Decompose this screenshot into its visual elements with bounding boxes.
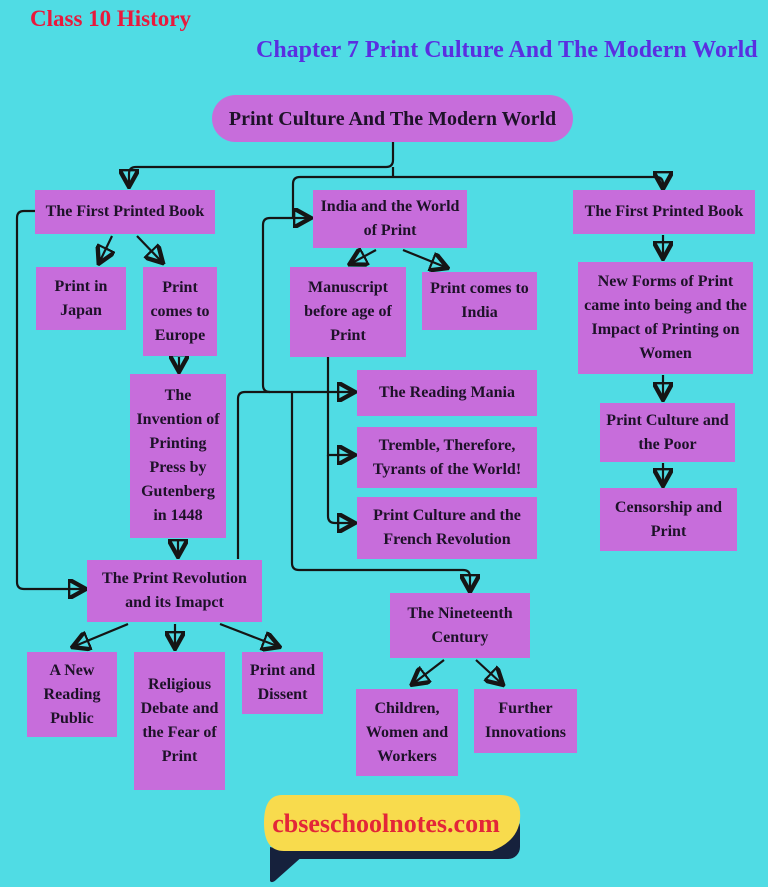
node-religious-debate-fear-of-print: Religious Debate and the Fear of Print — [134, 652, 225, 790]
node-nineteenth-century: The Nineteenth Century — [390, 593, 530, 658]
class-title: Class 10 History — [30, 6, 191, 31]
node-manuscript-before-print: Manuscript before age of Print — [290, 267, 406, 357]
node-censorship-and-print: Censorship and Print — [600, 488, 737, 551]
site-banner: cbseschoolnotes.com — [256, 793, 528, 885]
node-first-printed-book-right: The First Printed Book — [573, 190, 755, 234]
node-print-comes-to-india: Print comes to India — [422, 272, 537, 330]
node-new-forms-of-print-women: New Forms of Print came into being and t… — [578, 262, 753, 374]
node-reading-mania: The Reading Mania — [357, 370, 537, 416]
node-india-and-world-of-print: India and the World of Print — [313, 190, 467, 248]
node-tremble-tyrants: Tremble, Therefore, Tyrants of the World… — [357, 427, 537, 488]
node-print-comes-to-europe: Print comes to Europe — [143, 267, 217, 356]
node-print-culture-root: Print Culture And The Modern World — [212, 95, 573, 142]
banner-ribbon-shape — [264, 795, 521, 883]
site-name: cbseschoolnotes.com — [272, 809, 500, 838]
node-children-women-workers: Children, Women and Workers — [356, 689, 458, 776]
node-print-and-dissent: Print and Dissent — [242, 652, 323, 714]
node-invention-printing-press-gutenberg: The Invention of Printing Press by Guten… — [130, 374, 226, 538]
node-print-culture-and-poor: Print Culture and the Poor — [600, 403, 735, 462]
node-print-in-japan: Print in Japan — [36, 267, 126, 330]
node-new-reading-public: A New Reading Public — [27, 652, 117, 737]
node-further-innovations: Further Innovations — [474, 689, 577, 753]
node-print-culture-french-revolution: Print Culture and the French Revolution — [357, 497, 537, 559]
node-print-revolution-impact: The Print Revolution and its Imapct — [87, 560, 262, 622]
node-first-printed-book-left: The First Printed Book — [35, 190, 215, 234]
chapter-title: Chapter 7 Print Culture And The Modern W… — [256, 37, 758, 63]
